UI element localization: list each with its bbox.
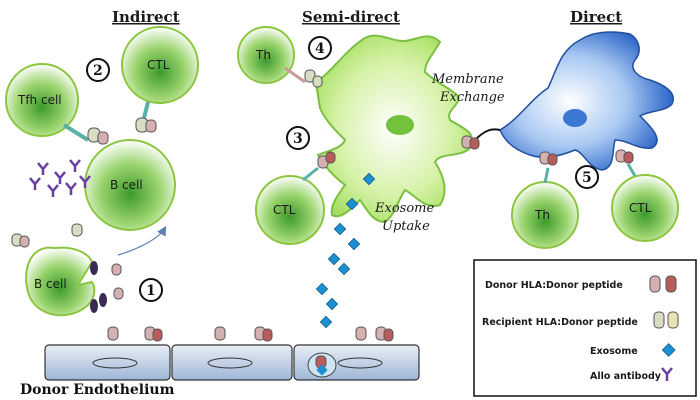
ctl-cell-indirect: CTL: [121, 26, 199, 104]
tfh-cell-label: Tfh cell: [17, 93, 62, 107]
recipient-apc: [313, 34, 473, 224]
annotation-exosome: Exosome: [374, 201, 434, 216]
synapse-ctl-apc: [302, 151, 336, 182]
legend-label-exosome: Exosome: [590, 346, 638, 357]
endothelium-hla-molecules: [107, 326, 394, 342]
step-4-label: 4: [315, 41, 325, 57]
shed-hla-fragments: [90, 261, 124, 313]
uptake-arrow: [117, 225, 167, 256]
step-badge-2: 2: [86, 58, 110, 82]
donor-endothelium-label: Donor Endothelium: [20, 382, 175, 398]
step-2-label: 2: [93, 63, 103, 79]
legend-label-donor-hla: Donor HLA:Donor peptide: [485, 280, 623, 291]
allo-antibodies: [29, 159, 91, 197]
exosome-icon: [661, 343, 676, 357]
recipient-hla-icon: [653, 311, 679, 329]
annotation-uptake: Uptake: [382, 219, 430, 234]
synapse-ctl-b: [135, 101, 157, 133]
allo-antibody-icon: [661, 367, 673, 381]
panel-title-semi-direct: Semi-direct: [302, 8, 400, 26]
annotation-exchange: Exchange: [439, 90, 505, 105]
donor-dendritic-cell: [499, 31, 675, 171]
annotation-membrane: Membrane: [431, 72, 504, 87]
b-cell-main-label: B cell: [110, 178, 143, 192]
ctl-cell-semi: CTL: [255, 175, 325, 245]
legend-label-allo-antibody: Allo antibody: [590, 371, 662, 382]
ctl-indirect-label: CTL: [147, 58, 170, 72]
step-badge-1: 1: [139, 278, 163, 302]
th-cell-direct: Th: [511, 151, 579, 249]
panel-title-direct: Direct: [570, 8, 622, 26]
membrane-exchange-bridge: [474, 128, 501, 141]
b-cell-lower-label: B cell: [34, 277, 67, 291]
synapse-tfh-b: [62, 123, 109, 145]
donor-endothelium: [44, 344, 420, 381]
th-bottom-label: Th: [534, 208, 550, 222]
exosome-trail: [315, 172, 376, 329]
legend: Donor HLA:Donor peptide Recipient HLA:Do…: [473, 259, 697, 397]
th-top-label: Th: [255, 48, 271, 62]
th-cell-top: Th: [237, 26, 295, 84]
ctl-cell-direct: CTL: [611, 149, 679, 242]
step-badge-3: 3: [286, 126, 310, 150]
endothelial-cell-1: [44, 344, 171, 381]
step-badge-4: 4: [308, 36, 332, 60]
ctl-mid-label: CTL: [273, 203, 296, 217]
step-1-label: 1: [146, 283, 156, 299]
step-3-label: 3: [293, 131, 303, 147]
tfh-cell: Tfh cell: [5, 63, 79, 137]
b-cell-lower: B cell: [11, 223, 96, 317]
legend-label-recipient-hla: Recipient HLA:Donor peptide: [482, 317, 638, 328]
step-badge-5: 5: [575, 165, 599, 189]
donor-hla-icon: [649, 275, 677, 293]
synapse-th-apc: [284, 66, 323, 88]
b-cell-main: B cell: [84, 139, 176, 231]
ctl-right-label: CTL: [629, 201, 652, 215]
exchanged-hla: [461, 135, 480, 150]
endothelial-cell-2: [171, 344, 293, 381]
panel-title-indirect: Indirect: [112, 8, 180, 26]
step-5-label: 5: [582, 170, 592, 186]
